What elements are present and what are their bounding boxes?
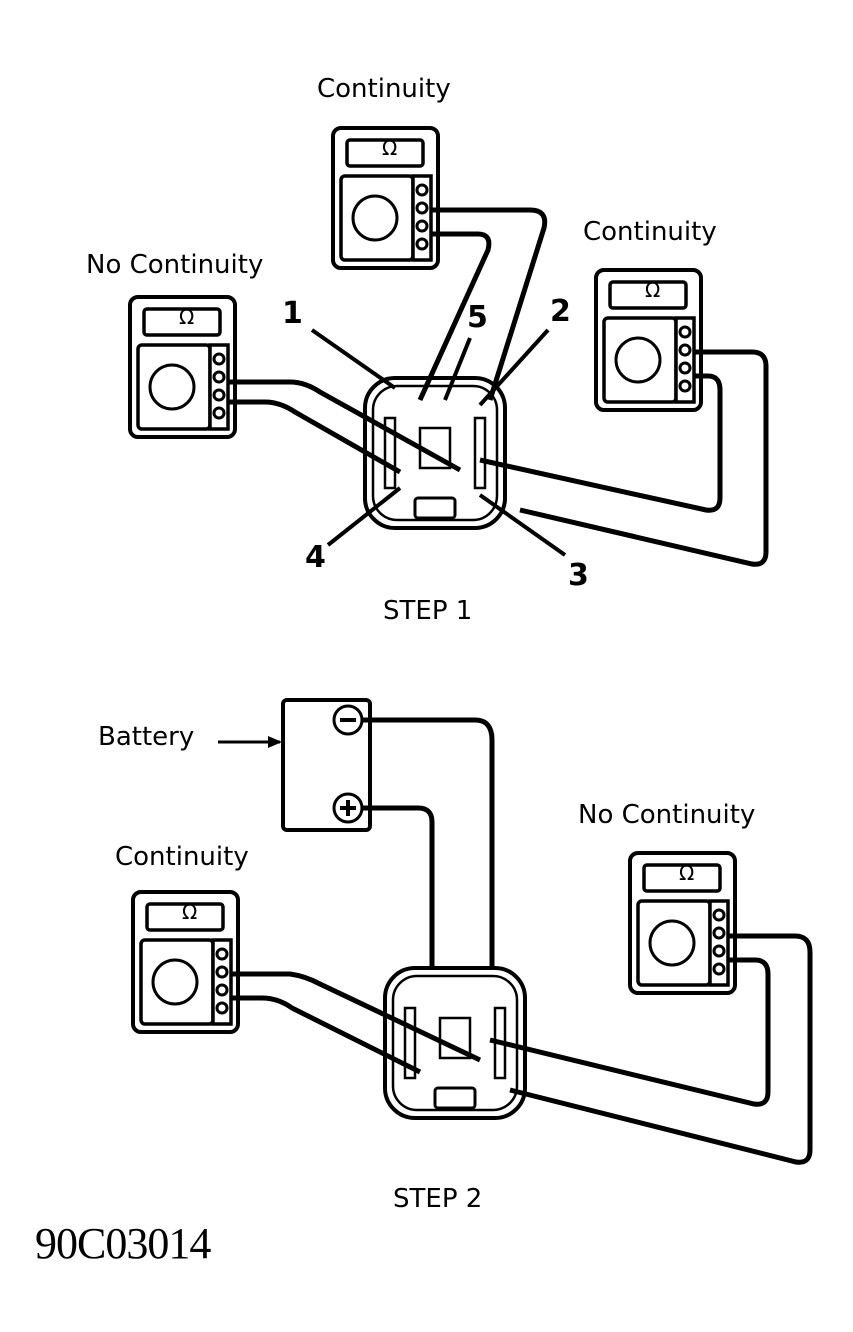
step1-lead-right-b	[479, 373, 723, 513]
terminal-1-label: 1	[282, 296, 303, 331]
step1-meter-right-symbol: Ω	[645, 278, 661, 302]
step1-meter-top-symbol: Ω	[382, 136, 398, 160]
step1-title: STEP 1	[383, 596, 473, 626]
step1-meter-left-label: No Continuity	[86, 250, 264, 280]
terminal-2-label: 2	[550, 294, 571, 329]
battery-neg-lead	[362, 717, 495, 1020]
terminal-1-pointer	[310, 328, 397, 390]
terminal-4-label: 4	[305, 540, 326, 575]
step1-lead-right-a	[519, 349, 769, 567]
step2-meter-left-label: Continuity	[115, 842, 249, 872]
step1-lead-left-a	[228, 379, 462, 473]
step2-lead-left-a	[231, 971, 482, 1063]
step1-lead-top-a	[431, 207, 548, 401]
step2-meter-right-label: No Continuity	[578, 800, 756, 830]
step1-meter-top-label: Continuity	[317, 74, 451, 104]
terminal-5-pointer	[443, 337, 472, 401]
step1-lead-left-b	[228, 399, 402, 475]
step2-lead-left-b	[231, 995, 422, 1075]
step2-group	[131, 698, 813, 1165]
terminal-3-label: 3	[568, 558, 589, 593]
step1-group	[128, 126, 769, 567]
terminal-2-pointer	[478, 328, 550, 407]
terminal-5-label: 5	[467, 300, 488, 335]
step1-lead-top-b	[417, 231, 492, 402]
battery-label: Battery	[98, 722, 195, 752]
step2-lead-right-b	[489, 957, 771, 1107]
step2-meter-left-symbol: Ω	[182, 900, 198, 924]
step1-meter-right-label: Continuity	[583, 217, 717, 247]
battery-pos-lead	[362, 805, 435, 1020]
terminal-3-pointer	[478, 493, 567, 557]
step1-meter-left-symbol: Ω	[179, 305, 195, 329]
figure-code: 90C03014	[35, 1219, 211, 1268]
step2-lead-right-a	[509, 933, 813, 1165]
step2-meter-right-symbol: Ω	[679, 861, 695, 885]
step2-title: STEP 2	[393, 1184, 483, 1214]
terminal-4-pointer	[326, 486, 402, 547]
